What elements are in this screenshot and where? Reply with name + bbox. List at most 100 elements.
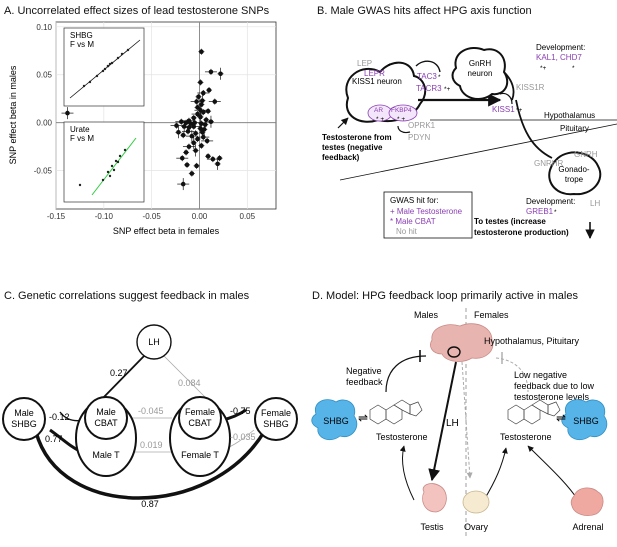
- tacr3-hit-mark: *+: [444, 86, 451, 93]
- equilibrium-right: ⇌: [556, 411, 566, 425]
- edge-shbg-shbg: [34, 431, 266, 500]
- x-tick-label: -0.05: [143, 212, 162, 221]
- shbg-left-icon: [311, 399, 358, 441]
- development-1-genes: KAL1, CHD7: [536, 53, 582, 62]
- data-point: [199, 129, 206, 136]
- low-feedback-label-2: feedback due to low: [514, 381, 595, 391]
- equilibrium-left: ⇌: [358, 411, 368, 425]
- inset-urate-label-2: F vs M: [70, 134, 94, 143]
- data-point: [61, 107, 74, 120]
- edge-label-fshbg-fcbat: -0.75: [230, 406, 251, 416]
- neg-feedback-label-1: Negative: [346, 366, 382, 376]
- gene-gnrhr: GNRHR: [534, 159, 564, 168]
- ovary-label: Ovary: [464, 522, 489, 532]
- data-point: [205, 153, 212, 160]
- data-point: [198, 48, 205, 55]
- inset-shbg: SHBG F vs M: [63, 27, 145, 107]
- gwas-legend: GWAS hit for: + Male Testosterone * Male…: [383, 191, 473, 239]
- data-point: [177, 178, 190, 191]
- x-tick-label: 0.05: [240, 212, 256, 221]
- gene-lepr: LEPR: [364, 69, 385, 78]
- development-2-gene: GREB1: [526, 207, 554, 216]
- data-point: [188, 170, 195, 177]
- shbg-right-icon: [561, 399, 608, 441]
- steroid-structure-right: [507, 399, 561, 425]
- to-testes-label-2: testosterone production): [474, 228, 569, 237]
- testosterone-left-label: Testosterone: [376, 432, 428, 442]
- edge-lh-female: [162, 354, 209, 401]
- gonadotrope-label-1: Gonado-: [558, 165, 589, 174]
- y-tick-label: 0.05: [36, 71, 52, 80]
- node-lh-label: LH: [148, 337, 160, 347]
- hypothalamus-label: Hypothalamus: [544, 111, 595, 120]
- panel-b-diagram: KISS1 neuron AR FKBP4 * + * + LEP LEPR *…: [322, 43, 617, 239]
- node-female-cbat-label-2: CBAT: [188, 418, 212, 428]
- gene-tacr3: TACR3: [416, 84, 442, 93]
- neg-feedback-arc: [385, 355, 427, 393]
- females-label: Females: [474, 310, 509, 320]
- node-female-t-label: Female T: [181, 450, 219, 460]
- lh-arrow-male: [428, 361, 457, 482]
- edge-label-lh-male: 0.27: [110, 368, 128, 378]
- feedback-label-3: feedback): [322, 153, 360, 162]
- to-testes-label-1: To testes (increase: [474, 217, 546, 226]
- lh-arrow-female: [461, 361, 473, 479]
- legend-title: GWAS hit for:: [390, 196, 439, 205]
- fkbp4-protein: [388, 104, 418, 122]
- node-female-shbg: [254, 397, 298, 441]
- edge-lh-male: [100, 354, 146, 401]
- data-point: [217, 67, 224, 80]
- data-point: [204, 68, 217, 75]
- node-male-cbat: [84, 396, 128, 440]
- panel-d-diagram: Males Females Hypothalamus, Pituitary Ne…: [311, 308, 608, 536]
- testosterone-right-label: Testosterone: [500, 432, 552, 442]
- neg-feedback-label-2: feedback: [346, 377, 383, 387]
- inset-urate-label-1: Urate: [70, 125, 90, 134]
- data-point: [198, 142, 205, 149]
- data-point: [207, 115, 214, 128]
- x-tick-label: -0.15: [47, 212, 66, 221]
- gene-gnrh: GNRH: [574, 150, 598, 159]
- ar-hit-marks: * +: [376, 116, 384, 123]
- feedback-label-2: testes (negative: [322, 143, 383, 152]
- gonadotrope-shape: [548, 151, 602, 196]
- shbg-left-label: SHBG: [323, 416, 349, 426]
- chd7-hit-mark: *: [572, 65, 575, 72]
- gene-pdyn: PDYN: [408, 133, 430, 142]
- data-point: [195, 93, 202, 100]
- data-point: [200, 109, 207, 116]
- steroid-structure-left: [369, 399, 423, 425]
- data-point: [176, 155, 189, 162]
- y-axis-label: SNP effect beta in males: [8, 65, 18, 164]
- testis-icon: [422, 483, 447, 513]
- data-point: [214, 157, 221, 170]
- panel-c-diagram: LH Male SHBG Male CBAT Male T Female CBA…: [2, 324, 298, 509]
- gene-lh: LH: [590, 199, 600, 208]
- gene-lep: LEP: [357, 59, 372, 68]
- edge-label-shbg-shbg: 0.87: [141, 499, 159, 509]
- legend-male-cbat: * Male CBAT: [390, 217, 436, 226]
- data-point: [192, 144, 199, 157]
- edge-label-mshbg-mcbat: -0.12: [49, 412, 70, 422]
- gonadotrope-label-2: trope: [565, 175, 584, 184]
- data-point: [193, 162, 200, 169]
- data-point: [175, 126, 182, 139]
- x-tick-label: -0.10: [95, 212, 114, 221]
- shbg-right-label: SHBG: [573, 416, 599, 426]
- edge-label-fshbg-ft: -0.035: [230, 432, 256, 442]
- adrenal-icon: [570, 487, 604, 516]
- data-point: [206, 87, 213, 94]
- data-point: [194, 104, 201, 111]
- node-lh: [136, 324, 172, 360]
- data-point: [180, 132, 187, 139]
- x-axis-label: SNP effect beta in females: [113, 226, 220, 236]
- data-point: [191, 111, 204, 118]
- edge-label-mcbat-fcbat: -0.045: [138, 406, 164, 416]
- data-point: [185, 130, 198, 143]
- data-point: [181, 120, 188, 133]
- node-male-cbat-label-1: Male: [96, 407, 116, 417]
- gene-kiss1r: KISS1R: [516, 83, 545, 92]
- y-tick-label: -0.05: [34, 167, 53, 176]
